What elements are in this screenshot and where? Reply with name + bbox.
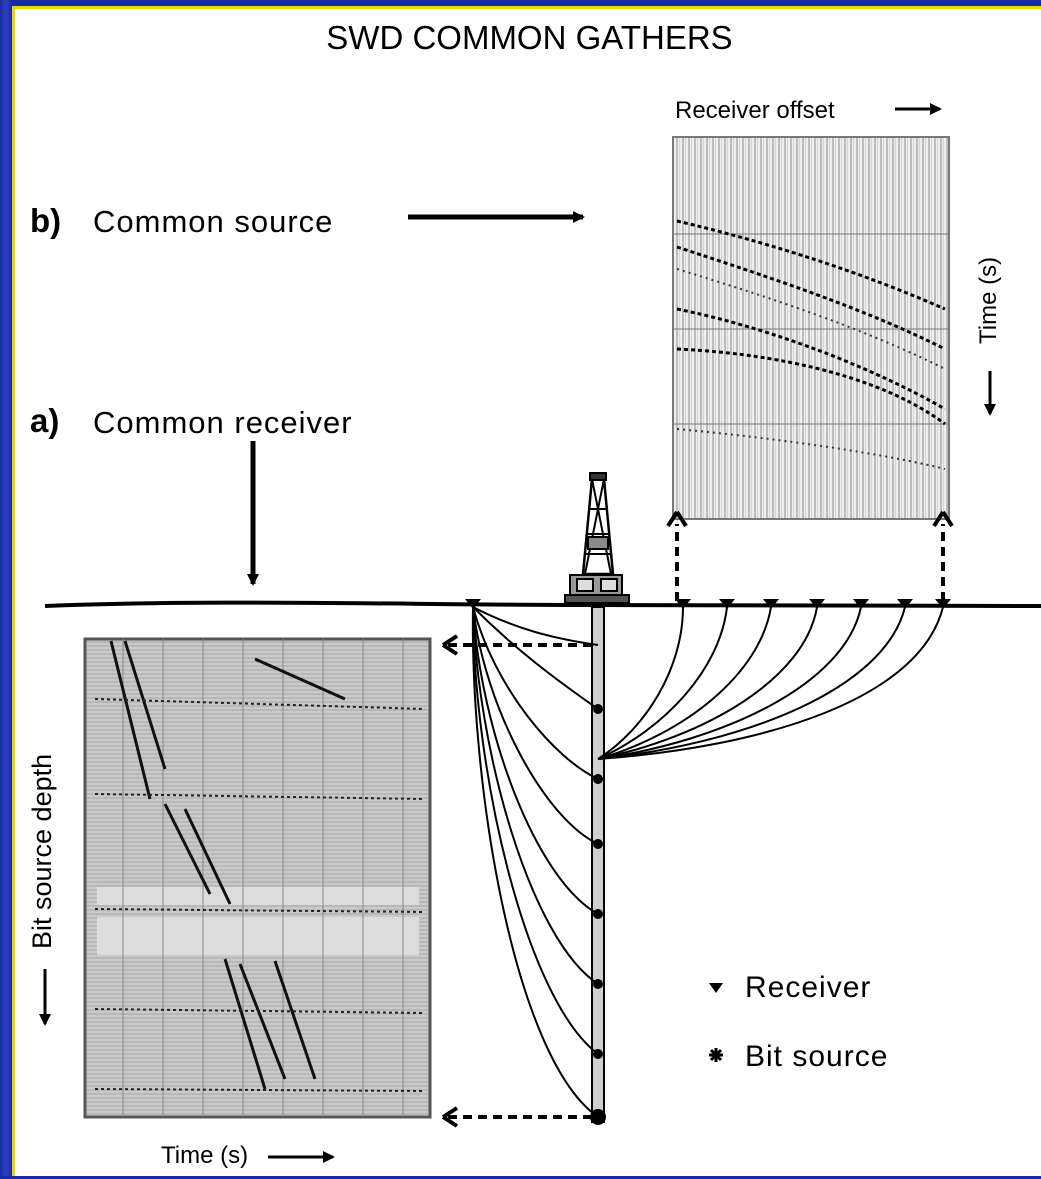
common-source-gather: [672, 136, 950, 520]
ground-surface-line: [44, 600, 1041, 608]
slide-title: SWD COMMON GATHERS: [326, 19, 733, 56]
bit-source-markers: [590, 704, 606, 1125]
time-axis-label-a: Time (s): [161, 1142, 249, 1169]
legend-bit-source-label: Bit source: [745, 1040, 889, 1073]
bit-source-star-icon: [709, 1048, 723, 1062]
panel-b-tag: b): [30, 202, 62, 239]
borehole: [591, 606, 605, 1123]
common-receiver-raypaths: [471, 606, 599, 1118]
receiver-markers: [465, 599, 951, 609]
receiver-triangle-icon: [709, 983, 723, 993]
panel-a-tag: a): [30, 402, 60, 439]
common-source-label: Common source: [93, 204, 334, 239]
common-source-raypaths: [597, 606, 944, 760]
common-receiver-label: Common receiver: [93, 405, 353, 440]
drilling-rig-icon: [564, 472, 630, 604]
receiver-offset-label: Receiver offset: [675, 97, 835, 124]
slide-panel: SWD COMMON GATHERS b) Common source a) C…: [12, 6, 1041, 1176]
diagram-canvas: [39, 103, 1041, 1163]
common-receiver-gather: [83, 637, 432, 1119]
legend-receiver-label: Receiver: [745, 971, 872, 1004]
